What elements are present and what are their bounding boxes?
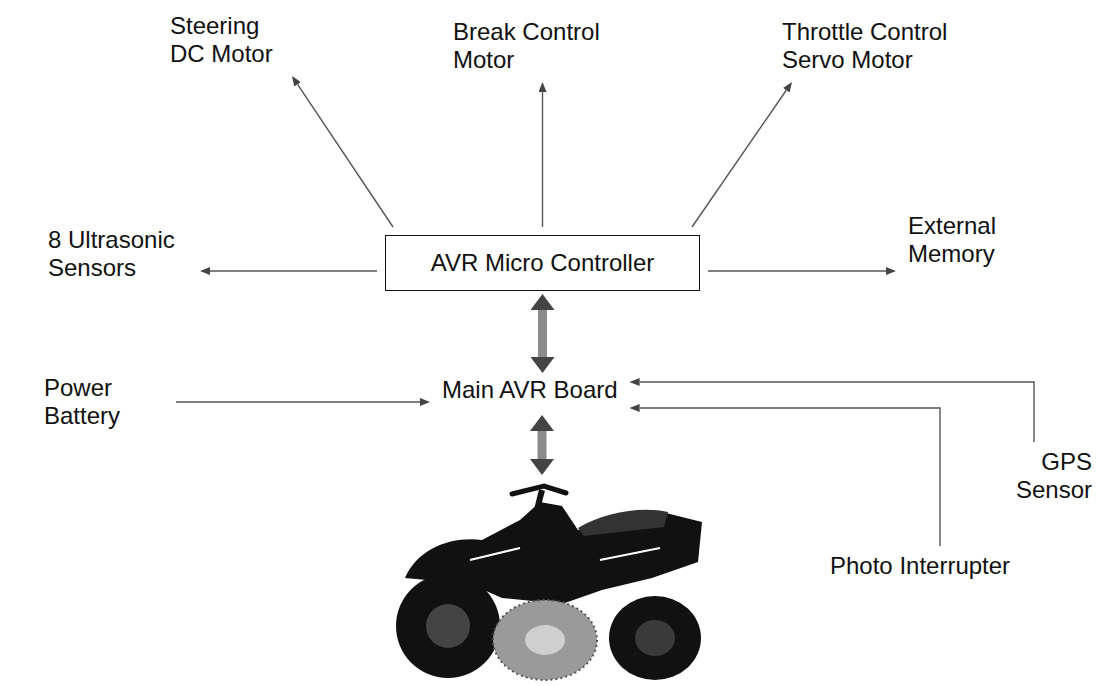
double-arrow [538,431,547,459]
node-text: 8 Ultrasonic Sensors [48,226,188,282]
node-text: AVR Micro Controller [431,249,655,277]
front-right-wheel [493,600,597,680]
node-text: Photo Interrupter [830,552,1010,580]
arrow-connector [176,401,420,402]
arrow-connector [640,408,940,546]
component-label: Photo Interrupter [830,552,1010,580]
arrow-connector [692,90,786,227]
component-label: Throttle Control Servo Motor [782,18,982,74]
arrow-connector [542,92,543,227]
arrow-connector [210,270,377,271]
front-left-wheel [396,574,500,678]
node-text: Steering DC Motor [170,12,288,68]
front-left-hub [426,604,470,648]
front-right-hub [525,625,565,655]
atv-seat [578,510,668,536]
arrow-connector [640,382,1034,442]
arrow-connector [708,270,886,271]
component-label: GPS Sensor [1000,448,1092,504]
node-text: External Memory [908,212,1020,268]
node-text: Power Battery [44,374,136,430]
node-text: Break Control Motor [453,18,613,74]
arrow-connector [298,84,393,227]
component-label: External Memory [908,212,1020,268]
rear-wheel-hub [635,620,675,656]
double-arrow [538,310,547,357]
component-label: Power Battery [44,374,136,430]
component-label: Steering DC Motor [170,12,288,68]
atv-illustration [396,486,702,680]
rear-wheel [609,596,701,680]
atv-detail [470,548,660,560]
wheel-tread [493,600,597,680]
node-text: GPS Sensor [1000,448,1092,504]
component-label: Break Control Motor [453,18,613,74]
node-text: Main AVR Board [442,376,618,404]
atv-steering-column [534,490,542,522]
node-text: Throttle Control Servo Motor [782,18,982,74]
component-label: Main AVR Board [442,376,618,404]
component-label: 8 Ultrasonic Sensors [48,226,188,282]
process-box: AVR Micro Controller [385,235,700,291]
